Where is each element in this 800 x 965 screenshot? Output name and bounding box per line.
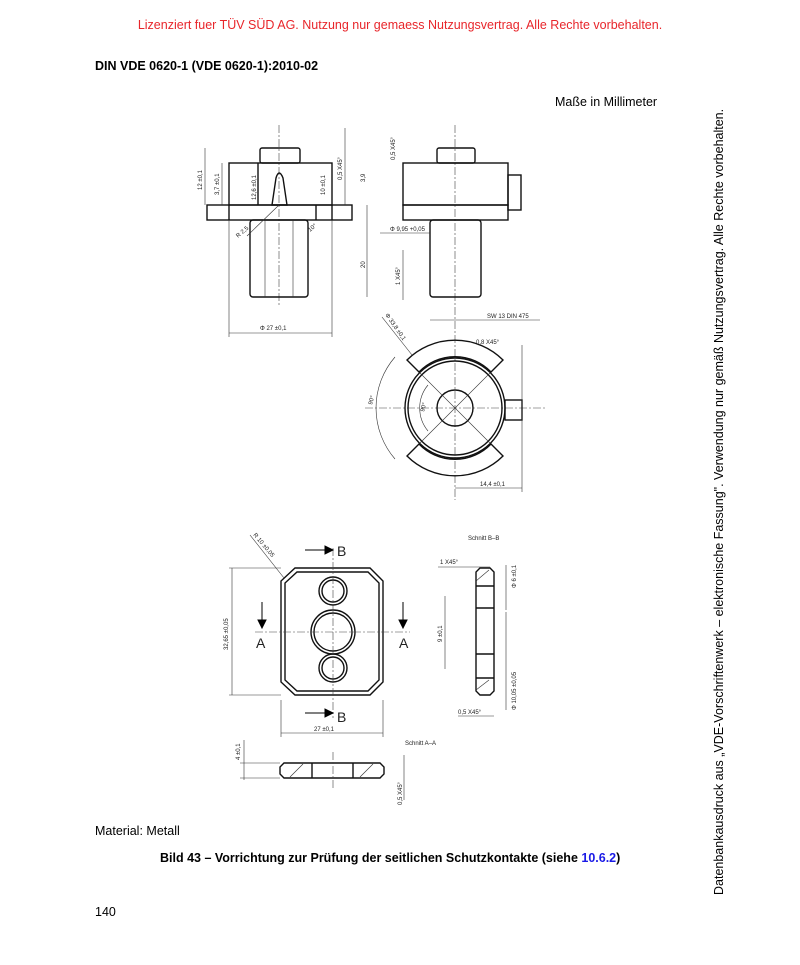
dim-label: Φ 33,8 ±0,1 (383, 313, 406, 343)
dim-label: 32,65 ±0,05 (224, 618, 230, 650)
dim-label: Φ 9,95 +0,05 (390, 227, 426, 233)
dim-label: 0,5 X45° (391, 136, 397, 160)
dim-label: 90° (368, 395, 376, 406)
dim-label: 1 X45° (396, 266, 402, 285)
dim-label: 3,7 ±0,1 (215, 173, 221, 195)
caption-close: ) (616, 851, 621, 865)
dim-label: 4 ±0,1 (236, 743, 242, 760)
dim-label: Φ 27 ±0,1 (260, 326, 287, 332)
dim-label: SW 13 DIN 475 (487, 314, 529, 320)
section-mark-b: B (337, 543, 346, 559)
caption-text: Bild 43 – Vorrichtung zur Prüfung der se… (160, 851, 582, 865)
license-notice: Lizenziert fuer TÜV SÜD AG. Nutzung nur … (137, 18, 663, 32)
section-mark-a: A (256, 635, 266, 651)
figure-caption: Bild 43 – Vorrichtung zur Prüfung der se… (160, 851, 620, 865)
dim-label: Φ 6 ±0,1 (512, 564, 518, 588)
dim-label: 9 ±0,1 (438, 625, 444, 642)
section-mark-a: A (399, 635, 409, 651)
standard-header: DIN VDE 0620-1 (VDE 0620-1):2010-02 (95, 59, 319, 73)
dim-label: R 10 ±0,05 (251, 532, 275, 559)
dim-label: 0,5 X45° (338, 156, 344, 180)
dim-label: 27 ±0,1 (314, 727, 335, 733)
dim-label: R 2,5 (235, 225, 250, 239)
dim-label: 90° (420, 402, 428, 413)
dim-label: 0,5 X45° (458, 710, 482, 716)
dim-label: 14,4 ±0,1 (480, 482, 506, 488)
dim-label: 20 (361, 261, 367, 268)
dim-label: 1 X45° (440, 560, 459, 566)
top-view: Φ 33,8 ±0,1 0,8 X45° 90° 90° 14,4 ±0,1 (365, 313, 545, 492)
section-bb: Schnitt B–B 1 X45° Φ 6 ±0,1 Φ 10,05 ±0,0… (438, 536, 518, 717)
units-note: Maße in Millimeter (555, 95, 658, 109)
side-view: 0,5 X45° Φ 9,95 +0,05 1 X45° SW 13 DIN 4… (380, 125, 540, 500)
section-mark-b: B (337, 709, 346, 725)
dim-label: 3,9 (361, 173, 367, 182)
page-number: 140 (95, 905, 116, 919)
dim-label: 0,5 X45° (398, 781, 404, 805)
material-note: Material: Metall (95, 824, 180, 838)
dim-label: 12,6 ±0,1 (252, 174, 258, 200)
dim-label: 0,8 X45° (476, 340, 500, 346)
section-bb-title: Schnitt B–B (468, 536, 499, 542)
section-link[interactable]: 10.6.2 (581, 851, 617, 865)
dim-label: Φ 10,05 ±0,05 (512, 671, 518, 710)
side-notice: Datenbankausdruck aus „VDE-Vorschriftenw… (712, 108, 726, 895)
section-aa-title: Schnitt A–A (405, 741, 436, 747)
plate-view: B B A A R 10 ±0,05 32,65 ±0,05 9 ±0,1 27… (224, 532, 446, 737)
dim-label: 10° (307, 223, 318, 234)
dim-label: 12 ±0,1 (198, 169, 204, 190)
section-aa: Schnitt A–A 4 ±0,1 0,5 X45° (236, 740, 436, 805)
dim-label: 10 ±0,1 (321, 174, 327, 195)
front-view: Φ 27 ±0,1 12 ±0,1 3,7 ±0,1 12,6 ±0,1 10 … (198, 125, 368, 337)
